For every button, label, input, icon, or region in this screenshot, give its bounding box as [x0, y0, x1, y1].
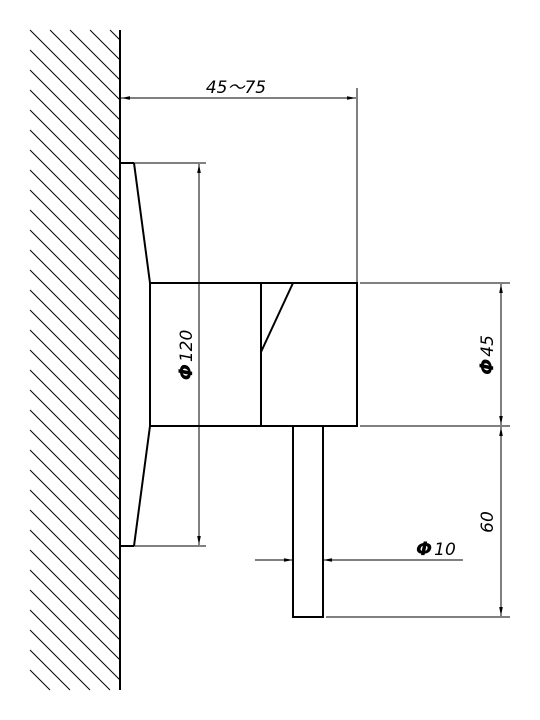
hatch-line	[29, 89, 121, 181]
hatch-line	[29, 549, 121, 641]
hatch-line	[29, 529, 121, 621]
hatch-line	[29, 569, 121, 661]
hatch-line	[109, 29, 121, 41]
phi-symbol: Φ	[175, 364, 197, 380]
hatch-line	[69, 29, 121, 81]
hatch-line	[29, 129, 121, 221]
hatch-line	[29, 629, 91, 691]
hatch-line	[29, 329, 121, 421]
hatch-line	[29, 269, 121, 361]
hatch-line	[89, 29, 121, 61]
handle	[292, 425, 324, 618]
hatch-line	[29, 389, 121, 481]
hatch-line	[29, 449, 121, 541]
dim-flange-diameter: Φ120	[130, 162, 206, 547]
protrusion-label: 45～75	[206, 78, 266, 98]
flange-outline	[120, 162, 151, 547]
hatch-line	[29, 249, 121, 341]
hatch-line	[29, 49, 121, 141]
hatch-line	[29, 489, 121, 581]
hatch-line	[29, 289, 121, 381]
phi-symbol: Φ	[476, 359, 498, 375]
hatch-line	[29, 309, 121, 401]
dim-protrusion: 45～75	[121, 78, 358, 283]
hatch-line	[29, 349, 121, 441]
dim-handle-length: 60	[326, 427, 510, 618]
phi-symbol: Φ	[416, 538, 432, 560]
hatch-line	[29, 29, 121, 121]
hatch-line	[29, 109, 121, 201]
hatch-line	[29, 209, 121, 301]
hatch-line	[29, 669, 51, 691]
handle-length-label: 60	[478, 511, 498, 533]
hatch-line	[29, 169, 121, 261]
hatch-line	[29, 429, 121, 521]
hatch-line	[49, 29, 121, 101]
hatch-line	[29, 609, 111, 691]
flange-diameter-label: Φ120	[175, 330, 197, 381]
valve-body	[149, 282, 358, 427]
wall-hatching	[29, 29, 121, 691]
hatch-line	[29, 229, 121, 321]
hatch-line	[29, 149, 121, 241]
hatch-line	[29, 649, 71, 691]
body-diameter-label: Φ45	[476, 335, 498, 375]
hatch-line	[29, 509, 121, 601]
hatch-line	[29, 69, 121, 161]
hatch-line	[29, 469, 121, 561]
hatch-line	[29, 369, 121, 461]
hatch-line	[29, 189, 121, 281]
hatch-line	[29, 589, 121, 681]
dim-body-diameter: Φ45	[360, 282, 510, 427]
hatch-line	[29, 409, 121, 501]
